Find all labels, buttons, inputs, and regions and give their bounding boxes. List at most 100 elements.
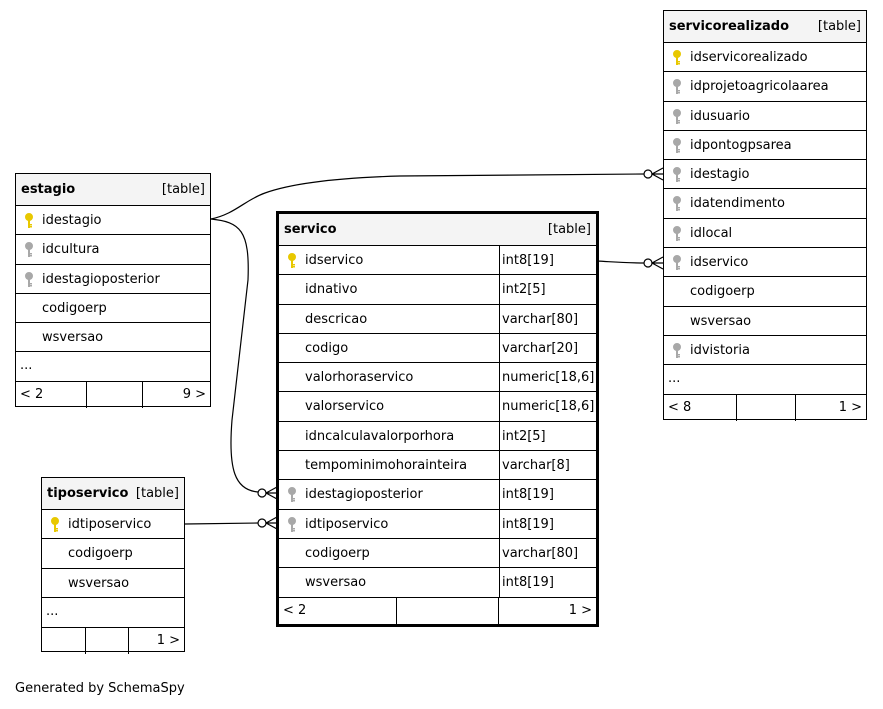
column-type: varchar[8] (502, 458, 570, 474)
foreign-key-icon (672, 196, 682, 212)
column-row[interactable]: idpontogpsarea (664, 131, 866, 161)
column-row[interactable]: idservico (664, 248, 866, 278)
foreign-key-icon (672, 255, 682, 271)
foreign-key-icon (287, 487, 297, 503)
column-row[interactable]: codigoerp (664, 277, 866, 307)
relation-estagio-servico (210, 218, 259, 493)
foreign-key-icon (672, 225, 682, 242)
foreign-key-icon (672, 79, 682, 95)
crowfoot (265, 486, 278, 500)
column-name: idtiposervico (68, 517, 152, 532)
table-type: [table] (547, 222, 591, 237)
column-name: idestagioposterior (42, 271, 160, 287)
column-row[interactable]: wsversao (42, 569, 184, 598)
column-row[interactable]: idtiposervico (42, 510, 184, 540)
table-tiposervico[interactable]: tiposervico [table] idtiposervico codigoe… (41, 477, 185, 654)
column-type: varchar[80] (502, 545, 579, 561)
parents-count: < 2 (16, 382, 87, 409)
column-name: idestagio (42, 213, 102, 228)
footer-middle (737, 395, 796, 422)
table-header[interactable]: estagio [table] (16, 174, 210, 206)
foreign-key-icon (672, 108, 682, 125)
table-type: [table] (135, 486, 179, 501)
column-row[interactable]: idservicorealizado (664, 43, 866, 73)
crowfoot-circle (643, 169, 653, 179)
column-row[interactable]: idestagio (16, 206, 210, 236)
column-separator (499, 421, 500, 451)
table-header[interactable]: servicorealizado [table] (664, 11, 866, 43)
column-type: numeric[18,6] (502, 370, 595, 386)
column-row[interactable]: idprojetoagricolaarea (664, 72, 866, 102)
column-separator (499, 480, 500, 509)
column-name: wsversao (68, 575, 130, 591)
table-header[interactable]: tiposervico [table] (42, 478, 184, 510)
children-count: 1 > (568, 602, 592, 618)
column-name: codigoerp (68, 546, 133, 562)
column-row[interactable]: codigoerp (42, 539, 184, 569)
relation-estagio-servicorealizado (210, 173, 646, 220)
column-separator (499, 568, 500, 597)
children-count: 9 > (182, 387, 206, 403)
column-name: idestagio (690, 167, 750, 183)
table-estagio[interactable]: estagio [table] idestagio idcultura idesta… (15, 173, 211, 409)
column-separator (499, 246, 500, 275)
column-type: int8[19] (502, 575, 554, 591)
column-row[interactable]: codigoerp (16, 294, 210, 324)
more-columns: ... (664, 365, 866, 396)
primary-key-icon (50, 517, 60, 533)
column-row[interactable]: wsversao int8[19] (279, 568, 596, 598)
column-name: idatendimento (690, 196, 785, 212)
column-row[interactable]: idusuario (664, 102, 866, 131)
relation-servico-servicorealizado (596, 260, 646, 264)
column-name: idpontogpsarea (690, 137, 792, 153)
parents-count: < 2 (279, 597, 397, 624)
column-row[interactable]: idatendimento (664, 189, 866, 219)
column-name: idprojetoagricolaarea (690, 79, 829, 95)
column-separator (499, 538, 500, 568)
column-name: idcultura (42, 242, 100, 258)
column-name: idvistoria (690, 342, 750, 358)
column-name: idncalculavalorporhora (305, 428, 455, 444)
column-row[interactable]: wsversao (16, 323, 210, 353)
column-separator (499, 392, 500, 421)
column-separator (499, 509, 500, 538)
table-header[interactable]: servico [table] (279, 214, 596, 246)
crowfoot (651, 167, 664, 181)
column-name: idtiposervico (305, 516, 389, 532)
footer-middle (87, 382, 143, 409)
column-type: int2[5] (502, 282, 546, 298)
column-name: idusuario (690, 108, 750, 124)
table-name: servicorealizado (669, 19, 790, 34)
table-footer: < 8 1 > (664, 395, 866, 422)
children-count: 1 > (838, 400, 862, 416)
foreign-key-icon (672, 167, 682, 183)
column-row[interactable]: idestagio (664, 160, 866, 190)
foreign-key-icon (672, 137, 682, 154)
column-row[interactable]: wsversao (664, 307, 866, 336)
column-row[interactable]: idestagioposterior (16, 265, 210, 294)
column-row[interactable]: idcultura (16, 235, 210, 265)
column-row[interactable]: idlocal (664, 219, 866, 249)
column-separator (499, 304, 500, 333)
footer-middle (397, 597, 499, 624)
table-servicorealizado[interactable]: servicorealizado [table] idservicorealiz… (663, 10, 867, 422)
children-count: 1 > (156, 632, 180, 648)
column-row[interactable]: idvistoria (664, 336, 866, 366)
relation-tiposervico-servico (184, 522, 259, 525)
column-name: wsversao (305, 575, 367, 591)
crowfoot (265, 516, 278, 530)
column-separator (499, 275, 500, 304)
foreign-key-icon (287, 516, 297, 533)
